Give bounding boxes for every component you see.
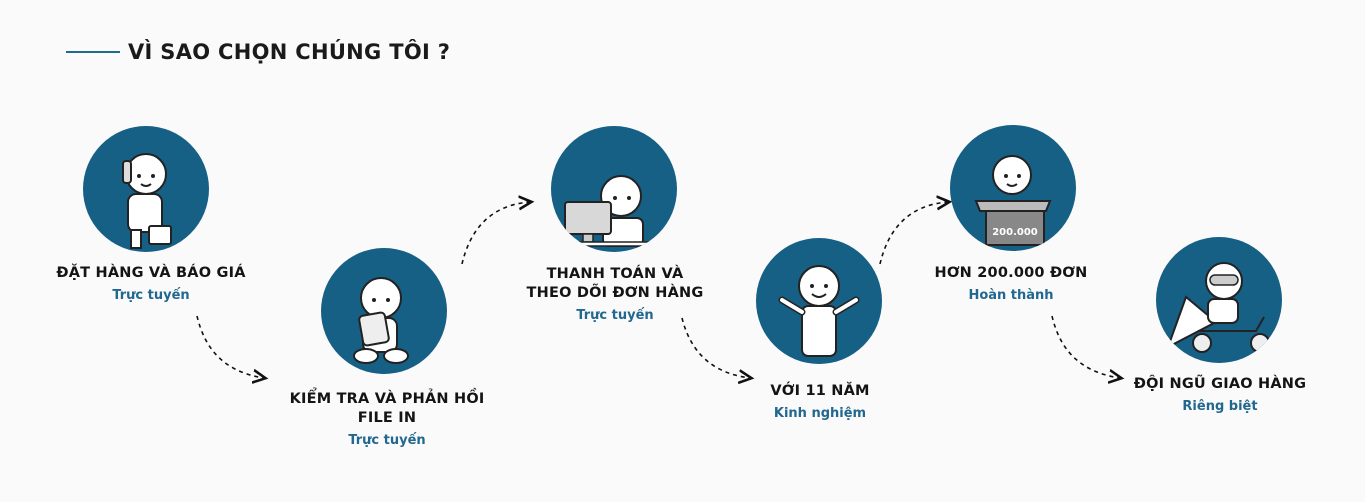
step-3-label: THANH TOÁN VÀ THEO DÕI ĐƠN HÀNG Trực tuy…: [527, 265, 704, 325]
arrow-3: [681, 317, 750, 378]
tablet-reading-mascot-icon: [321, 248, 447, 374]
section-title: VÌ SAO CHỌN CHÚNG TÔI ?: [128, 40, 451, 64]
step-2-subtitle: Trực tuyến: [348, 433, 426, 448]
step-5-title: HƠN 200.000 ĐƠN: [934, 265, 1088, 281]
step-3-title-line-2: THEO DÕI ĐƠN HÀNG: [526, 285, 704, 301]
step-3-subtitle: Trực tuyến: [576, 308, 654, 323]
step-2-title-line-1: KIỂM TRA VÀ PHẢN HỒI: [289, 391, 485, 407]
step-6-subtitle: Riêng biệt: [1182, 399, 1258, 414]
step-4-title: VỚI 11 NĂM: [770, 383, 870, 399]
phone-call-mascot-icon: [83, 126, 209, 252]
step-1-label: ĐẶT HÀNG VÀ BÁO GIÁ Trực tuyến: [56, 264, 245, 305]
scooter-delivery-mascot-icon: [1156, 237, 1282, 363]
step-2-title-line-2: FILE IN: [357, 410, 417, 426]
computer-mascot-icon: [551, 126, 677, 252]
header-rule: [66, 51, 120, 53]
step-1-subtitle: Trực tuyến: [112, 288, 190, 303]
box-count-text: 200.000: [992, 227, 1038, 238]
arrow-4: [879, 202, 948, 265]
step-3-title-line-1: THANH TOÁN VÀ: [546, 266, 684, 282]
step-4-label: VỚI 11 NĂM Kinh nghiệm: [770, 382, 869, 423]
step-5-label: HƠN 200.000 ĐƠN Hoàn thành: [934, 264, 1087, 305]
arrow-5: [1051, 315, 1120, 378]
step-5-subtitle: Hoàn thành: [968, 288, 1054, 303]
box-mascot-icon: 200.000: [950, 125, 1076, 251]
step-4-subtitle: Kinh nghiệm: [773, 406, 867, 421]
step-6-label: ĐỘI NGŨ GIAO HÀNG Riêng biệt: [1134, 375, 1306, 416]
arrow-1: [196, 315, 264, 378]
step-6-title: ĐỘI NGŨ GIAO HÀNG: [1133, 376, 1307, 392]
arrow-2: [461, 202, 530, 265]
step-2-label: KIỂM TRA VÀ PHẢN HỒI FILE IN Trực tuyến: [290, 390, 485, 450]
step-1-title: ĐẶT HÀNG VÀ BÁO GIÁ: [56, 265, 246, 281]
thumbs-up-mascot-icon: [756, 238, 882, 364]
